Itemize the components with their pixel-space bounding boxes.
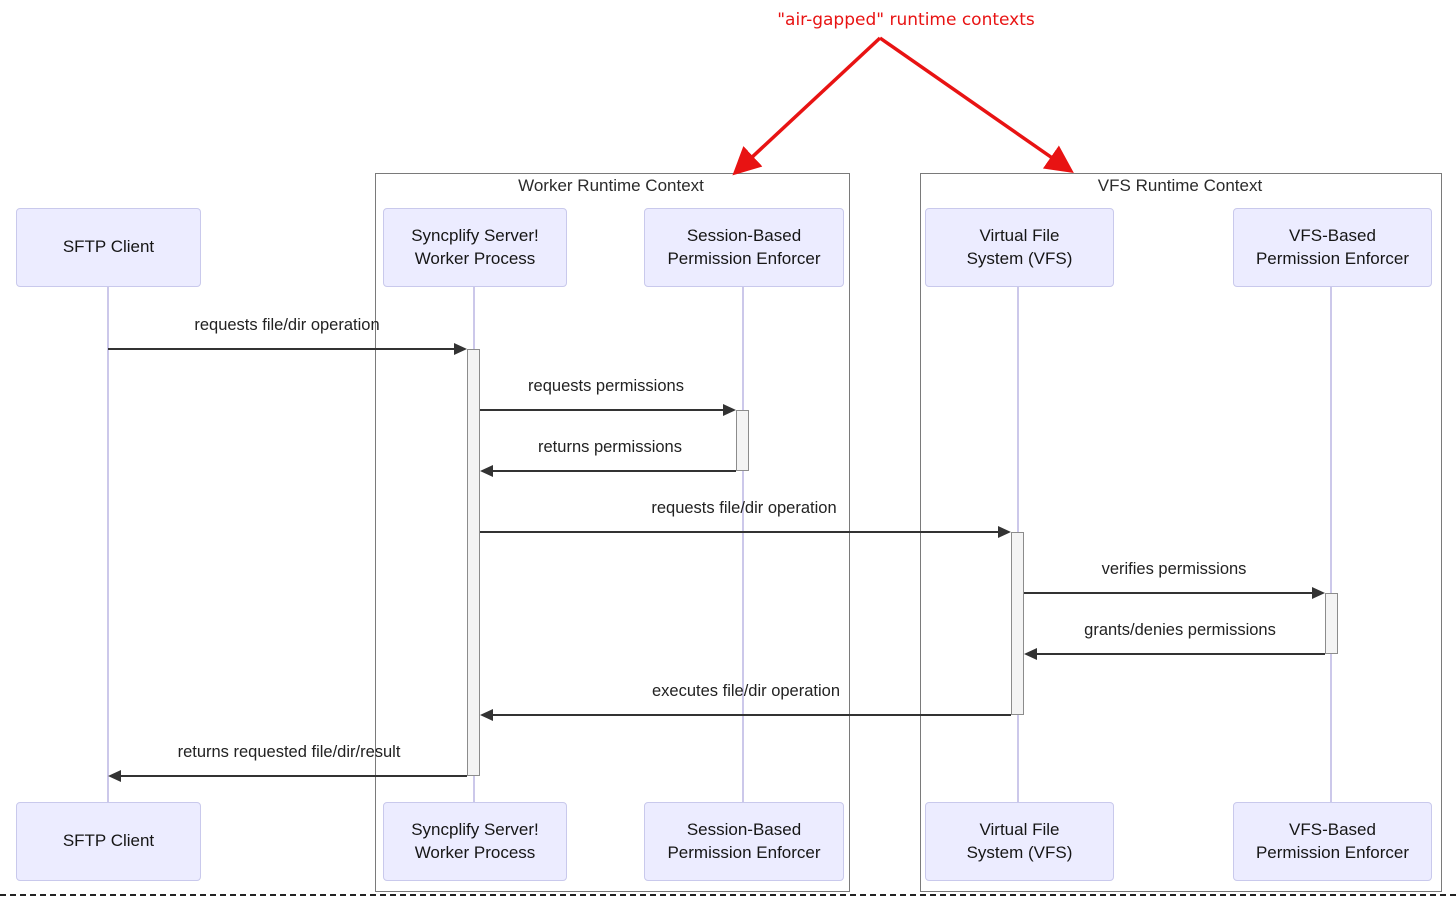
activation-vfs	[1011, 532, 1024, 715]
actor-session-enforcer-top: Session-Based Permission Enforcer	[644, 208, 844, 287]
activation-session-enforcer	[736, 410, 749, 471]
message-label: verifies permissions	[1101, 560, 1247, 578]
actor-vfs-bottom: Virtual File System (VFS)	[925, 802, 1114, 881]
message-line	[108, 348, 456, 350]
activation-vfs-enforcer	[1325, 593, 1338, 654]
message-label: grants/denies permissions	[1084, 621, 1276, 639]
arrowhead-left-icon	[480, 465, 493, 477]
message-label: returns requested file/dir/result	[177, 743, 401, 761]
lifeline-vfs-enforcer	[1330, 285, 1332, 802]
actor-vfs-enforcer-top: VFS-Based Permission Enforcer	[1233, 208, 1432, 287]
arrowhead-right-icon	[723, 404, 736, 416]
message-label: requests file/dir operation	[651, 499, 837, 517]
message-label: requests file/dir operation	[194, 316, 380, 334]
air-gap-annotation-label: "air-gapped" runtime contexts	[777, 10, 1035, 30]
bottom-dashed-divider	[0, 894, 1456, 896]
arrowhead-left-icon	[108, 770, 121, 782]
arrowhead-right-icon	[454, 343, 467, 355]
message-line	[1024, 592, 1315, 594]
vfs-runtime-context-title: VFS Runtime Context	[1097, 176, 1263, 195]
arrowhead-right-icon	[998, 526, 1011, 538]
actor-vfs-enforcer-bottom: VFS-Based Permission Enforcer	[1233, 802, 1432, 881]
arrowhead-left-icon	[480, 709, 493, 721]
actor-sftp-client-bottom: SFTP Client	[16, 802, 201, 881]
message-line	[491, 714, 1011, 716]
actor-sftp-client-top: SFTP Client	[16, 208, 201, 287]
message-line	[119, 775, 467, 777]
actor-worker-process-bottom: Syncplify Server! Worker Process	[383, 802, 567, 881]
message-label: requests permissions	[528, 377, 684, 395]
message-line	[491, 470, 736, 472]
lifeline-session-enforcer	[742, 285, 744, 802]
message-label: returns permissions	[538, 438, 682, 456]
worker-runtime-context-title: Worker Runtime Context	[518, 176, 704, 195]
activation-worker-process	[467, 349, 480, 776]
message-line	[480, 409, 726, 411]
message-line	[480, 531, 1001, 533]
message-label: executes file/dir operation	[651, 682, 841, 700]
message-line	[1035, 653, 1325, 655]
actor-worker-process-top: Syncplify Server! Worker Process	[383, 208, 567, 287]
actor-session-enforcer-bottom: Session-Based Permission Enforcer	[644, 802, 844, 881]
lifeline-sftp-client	[107, 285, 109, 802]
arrowhead-right-icon	[1312, 587, 1325, 599]
actor-vfs-top: Virtual File System (VFS)	[925, 208, 1114, 287]
arrowhead-left-icon	[1024, 648, 1037, 660]
